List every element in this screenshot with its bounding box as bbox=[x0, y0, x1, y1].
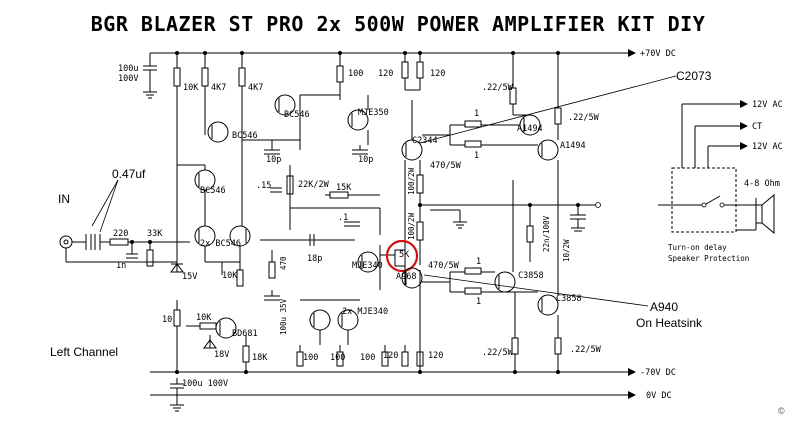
c2073-annotation: C2073 bbox=[676, 69, 712, 83]
speaker-icon bbox=[755, 204, 763, 224]
svg-text:15V: 15V bbox=[182, 272, 197, 282]
svg-text:.22/5W: .22/5W bbox=[482, 348, 514, 358]
svg-text:MJE350: MJE350 bbox=[358, 108, 389, 118]
svg-text:18p: 18p bbox=[307, 254, 322, 264]
svg-text:1n: 1n bbox=[116, 261, 126, 271]
input-cap-annotation: 0.47uf bbox=[112, 167, 146, 181]
output-terminal bbox=[595, 202, 601, 208]
svg-text:BC546: BC546 bbox=[284, 110, 310, 120]
svg-text:.22/5W: .22/5W bbox=[482, 83, 514, 93]
svg-text:100u: 100u bbox=[118, 64, 138, 74]
svg-text:C3858: C3858 bbox=[518, 271, 544, 281]
svg-text:C3858: C3858 bbox=[556, 294, 582, 304]
svg-text:100: 100 bbox=[348, 69, 363, 79]
negative-rail-arrow-icon bbox=[628, 368, 636, 376]
svg-text:100/2W: 100/2W bbox=[407, 212, 416, 240]
svg-text:18K: 18K bbox=[252, 353, 268, 363]
svg-text:A968: A968 bbox=[396, 272, 416, 282]
svg-text:10: 10 bbox=[162, 315, 172, 325]
svg-text:12V AC: 12V AC bbox=[752, 142, 783, 152]
svg-text:100V: 100V bbox=[118, 74, 138, 84]
svg-text:22n/100V: 22n/100V bbox=[542, 215, 551, 252]
svg-text:100/2W: 100/2W bbox=[407, 167, 416, 195]
svg-text:10K: 10K bbox=[183, 83, 199, 93]
svg-text:470/5W: 470/5W bbox=[430, 161, 462, 171]
svg-text:10K: 10K bbox=[196, 313, 212, 323]
bias-pot-label: 5K bbox=[399, 250, 410, 260]
highlight-circle bbox=[385, 239, 419, 273]
watermark-icon: © bbox=[778, 406, 785, 416]
svg-text:.22/5W: .22/5W bbox=[570, 345, 602, 355]
svg-text:120: 120 bbox=[378, 69, 393, 79]
svg-text:4K7: 4K7 bbox=[211, 83, 226, 93]
svg-text:100: 100 bbox=[360, 353, 375, 363]
svg-text:470/5W: 470/5W bbox=[428, 261, 460, 271]
positive-rail-arrow-icon bbox=[628, 49, 636, 57]
svg-text:10/2W: 10/2W bbox=[562, 239, 571, 262]
svg-text:.15: .15 bbox=[256, 181, 271, 191]
heatsink-annotation: On Heatsink bbox=[636, 316, 703, 330]
ground-rail-label: 0V DC bbox=[646, 391, 672, 401]
channel-label: Left Channel bbox=[50, 345, 118, 359]
svg-text:2x MJE340: 2x MJE340 bbox=[342, 307, 388, 317]
svg-text:2x BC546: 2x BC546 bbox=[200, 239, 241, 249]
svg-text:100: 100 bbox=[303, 353, 318, 363]
svg-text:10p: 10p bbox=[358, 155, 373, 165]
input-jack-icon[interactable] bbox=[59, 235, 73, 249]
svg-text:100u 100V: 100u 100V bbox=[182, 379, 228, 389]
svg-text:C2344: C2344 bbox=[412, 136, 438, 146]
svg-text:1: 1 bbox=[474, 109, 479, 119]
schematic-title: BGR BLAZER ST PRO 2x 500W POWER AMPLIFIE… bbox=[91, 12, 706, 36]
svg-text:33K: 33K bbox=[147, 229, 163, 239]
svg-text:A1494: A1494 bbox=[560, 141, 586, 151]
svg-text:1: 1 bbox=[476, 257, 481, 267]
svg-text:.1: .1 bbox=[338, 213, 348, 223]
svg-text:15K: 15K bbox=[336, 183, 352, 193]
a940-annotation: A940 bbox=[650, 300, 678, 314]
svg-text:10K: 10K bbox=[222, 271, 238, 281]
svg-text:A1494: A1494 bbox=[517, 124, 543, 134]
svg-text:120: 120 bbox=[383, 351, 398, 361]
svg-text:120: 120 bbox=[430, 69, 445, 79]
svg-text:100: 100 bbox=[330, 353, 345, 363]
svg-text:12V AC: 12V AC bbox=[752, 100, 783, 110]
svg-text:1: 1 bbox=[474, 151, 479, 161]
protection-box bbox=[671, 167, 737, 233]
positive-rail-label: +70V DC bbox=[640, 49, 676, 59]
svg-text:BC546: BC546 bbox=[200, 186, 226, 196]
svg-text:100u 35V: 100u 35V bbox=[279, 298, 288, 335]
negative-rail-label: -70V DC bbox=[640, 368, 676, 378]
svg-text:.22/5W: .22/5W bbox=[568, 113, 600, 123]
svg-text:1: 1 bbox=[476, 297, 481, 307]
svg-text:470: 470 bbox=[279, 256, 288, 270]
svg-text:CT: CT bbox=[752, 122, 762, 132]
svg-text:18V: 18V bbox=[214, 350, 229, 360]
svg-text:10p: 10p bbox=[266, 155, 281, 165]
ground-rail-arrow-icon bbox=[628, 391, 636, 399]
svg-text:4K7: 4K7 bbox=[248, 83, 263, 93]
svg-text:BC546: BC546 bbox=[232, 131, 258, 141]
svg-text:Turn-on delay: Turn-on delay bbox=[668, 243, 727, 252]
input-label: IN bbox=[58, 192, 70, 206]
speaker-protection-module bbox=[658, 100, 775, 235]
svg-text:Speaker Protection: Speaker Protection bbox=[668, 254, 749, 263]
svg-text:22K/2W: 22K/2W bbox=[298, 180, 330, 190]
svg-text:220: 220 bbox=[113, 229, 128, 239]
svg-text:4-8 Ohm: 4-8 Ohm bbox=[744, 179, 780, 189]
svg-text:MJE340: MJE340 bbox=[352, 261, 383, 271]
svg-text:BD681: BD681 bbox=[232, 329, 258, 339]
svg-text:120: 120 bbox=[428, 351, 443, 361]
